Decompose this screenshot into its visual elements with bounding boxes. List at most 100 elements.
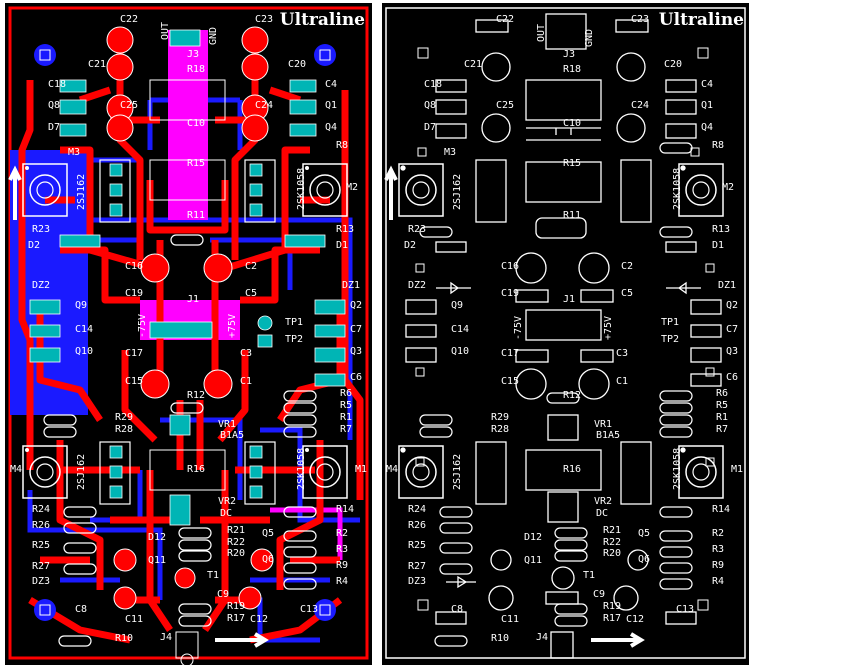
component-label-left: B1A5 (220, 430, 244, 441)
component-label-left: D12 (148, 532, 166, 543)
component-label-right: C11 (501, 614, 519, 625)
component-label-right: Q6 (638, 554, 650, 565)
component-label-left: C25 (120, 100, 138, 111)
j1-pos-label-right: +75V (603, 316, 614, 340)
component-label-right: J4 (536, 632, 548, 643)
component-label-right: C24 (631, 100, 649, 111)
component-label-left: Q11 (148, 555, 166, 566)
component-label-right: C20 (664, 59, 682, 70)
component-label-right: TP1 (661, 317, 679, 328)
component-label-right: R23 (408, 224, 426, 235)
component-label-right: C15 (501, 376, 519, 387)
j1-neg-label-left: -75V (137, 314, 148, 338)
component-label-right: R14 (712, 504, 730, 515)
component-label-left: R18 (187, 64, 205, 75)
component-label-left: R26 (32, 520, 50, 531)
component-label-left: R3 (336, 544, 348, 555)
component-label-left: C10 (187, 118, 205, 129)
component-label-right: C18 (424, 79, 442, 90)
component-label-right: C10 (563, 118, 581, 129)
component-label-right: R18 (563, 64, 581, 75)
component-label-right: M1 (731, 464, 743, 475)
component-label-left: R15 (187, 158, 205, 169)
component-label-right: C25 (496, 100, 514, 111)
component-label-left: R17 (227, 613, 245, 624)
component-label-left: C24 (255, 100, 273, 111)
component-label-left: R29 (115, 412, 133, 423)
component-label-right: R7 (716, 424, 728, 435)
component-label-left: C22 (120, 14, 138, 25)
component-label-right: DC (596, 508, 608, 519)
component-label-right: B1A5 (596, 430, 620, 441)
component-label-right: R27 (408, 561, 426, 572)
component-label-left: C6 (350, 372, 362, 383)
component-label-left: R27 (32, 561, 50, 572)
component-label-left: J3 (187, 49, 199, 60)
pads-left (29, 29, 346, 526)
component-label-right: Q8 (424, 100, 436, 111)
component-label-right: R26 (408, 520, 426, 531)
component-label-left: C5 (245, 288, 257, 299)
component-label-left: R11 (187, 210, 205, 221)
component-label-right: R12 (563, 390, 581, 401)
component-label-right: D7 (424, 122, 436, 133)
component-label-left: C3 (240, 348, 252, 359)
component-label-left: C14 (75, 324, 93, 335)
j3-out-label-right: OUT (536, 24, 547, 42)
component-label-left: TP1 (285, 317, 303, 328)
component-label-right: R25 (408, 540, 426, 551)
component-label-left: Q10 (75, 346, 93, 357)
component-label-right: R4 (712, 576, 724, 587)
component-label-left: J4 (160, 632, 172, 643)
component-label-left: R20 (227, 548, 245, 559)
component-label-right: C19 (501, 288, 519, 299)
component-label-right: M3 (444, 147, 456, 158)
component-label-left: C7 (350, 324, 362, 335)
component-label-left: C12 (250, 614, 268, 625)
component-label-left: R13 (336, 224, 354, 235)
component-label-right: R17 (603, 613, 621, 624)
pcb-board-top-view: Ultraline OUT GND -75V +75V C22C23C21C20… (5, 3, 372, 667)
component-label-right: T1 (583, 570, 595, 581)
part-outlines-right (398, 13, 724, 659)
component-label-left: Q4 (325, 122, 337, 133)
component-label-right: R19 (603, 601, 621, 612)
component-label-right: R8 (712, 140, 724, 151)
component-label-left: J1 (187, 294, 199, 305)
component-label-right: C21 (464, 59, 482, 70)
component-label-right: 2SJ162 (452, 174, 463, 210)
component-label-right: R2 (712, 528, 724, 539)
component-label-left: T1 (207, 570, 219, 581)
component-label-left: 2SJ162 (76, 174, 87, 210)
component-label-left: R16 (187, 464, 205, 475)
component-label-left: Q2 (350, 300, 362, 311)
component-label-left: R8 (336, 140, 348, 151)
component-label-left: R12 (187, 390, 205, 401)
component-label-right: 2SJ162 (452, 454, 463, 490)
component-label-left: R4 (336, 576, 348, 587)
component-label-right: C4 (701, 79, 713, 90)
component-label-left: 2SJ162 (76, 454, 87, 490)
component-label-right: R10 (491, 633, 509, 644)
component-label-right: R9 (712, 560, 724, 571)
power-transistors-left (22, 159, 348, 505)
component-label-right: Q4 (701, 122, 713, 133)
component-label-right: R5 (716, 400, 728, 411)
component-label-left: R24 (32, 504, 50, 515)
component-label-left: 2SK1058 (296, 168, 307, 210)
component-label-left: R19 (227, 601, 245, 612)
component-label-right: R11 (563, 210, 581, 221)
component-label-left: D7 (48, 122, 60, 133)
component-label-left: Q9 (75, 300, 87, 311)
component-label-right: C14 (451, 324, 469, 335)
component-label-left: R28 (115, 424, 133, 435)
component-label-left: C21 (88, 59, 106, 70)
j3-gnd-label-left: GND (208, 27, 219, 45)
component-label-left: C13 (300, 604, 318, 615)
component-label-left: TP2 (285, 334, 303, 345)
component-label-right: Q10 (451, 346, 469, 357)
component-label-left: R21 (227, 525, 245, 536)
component-label-left: C2 (245, 261, 257, 272)
